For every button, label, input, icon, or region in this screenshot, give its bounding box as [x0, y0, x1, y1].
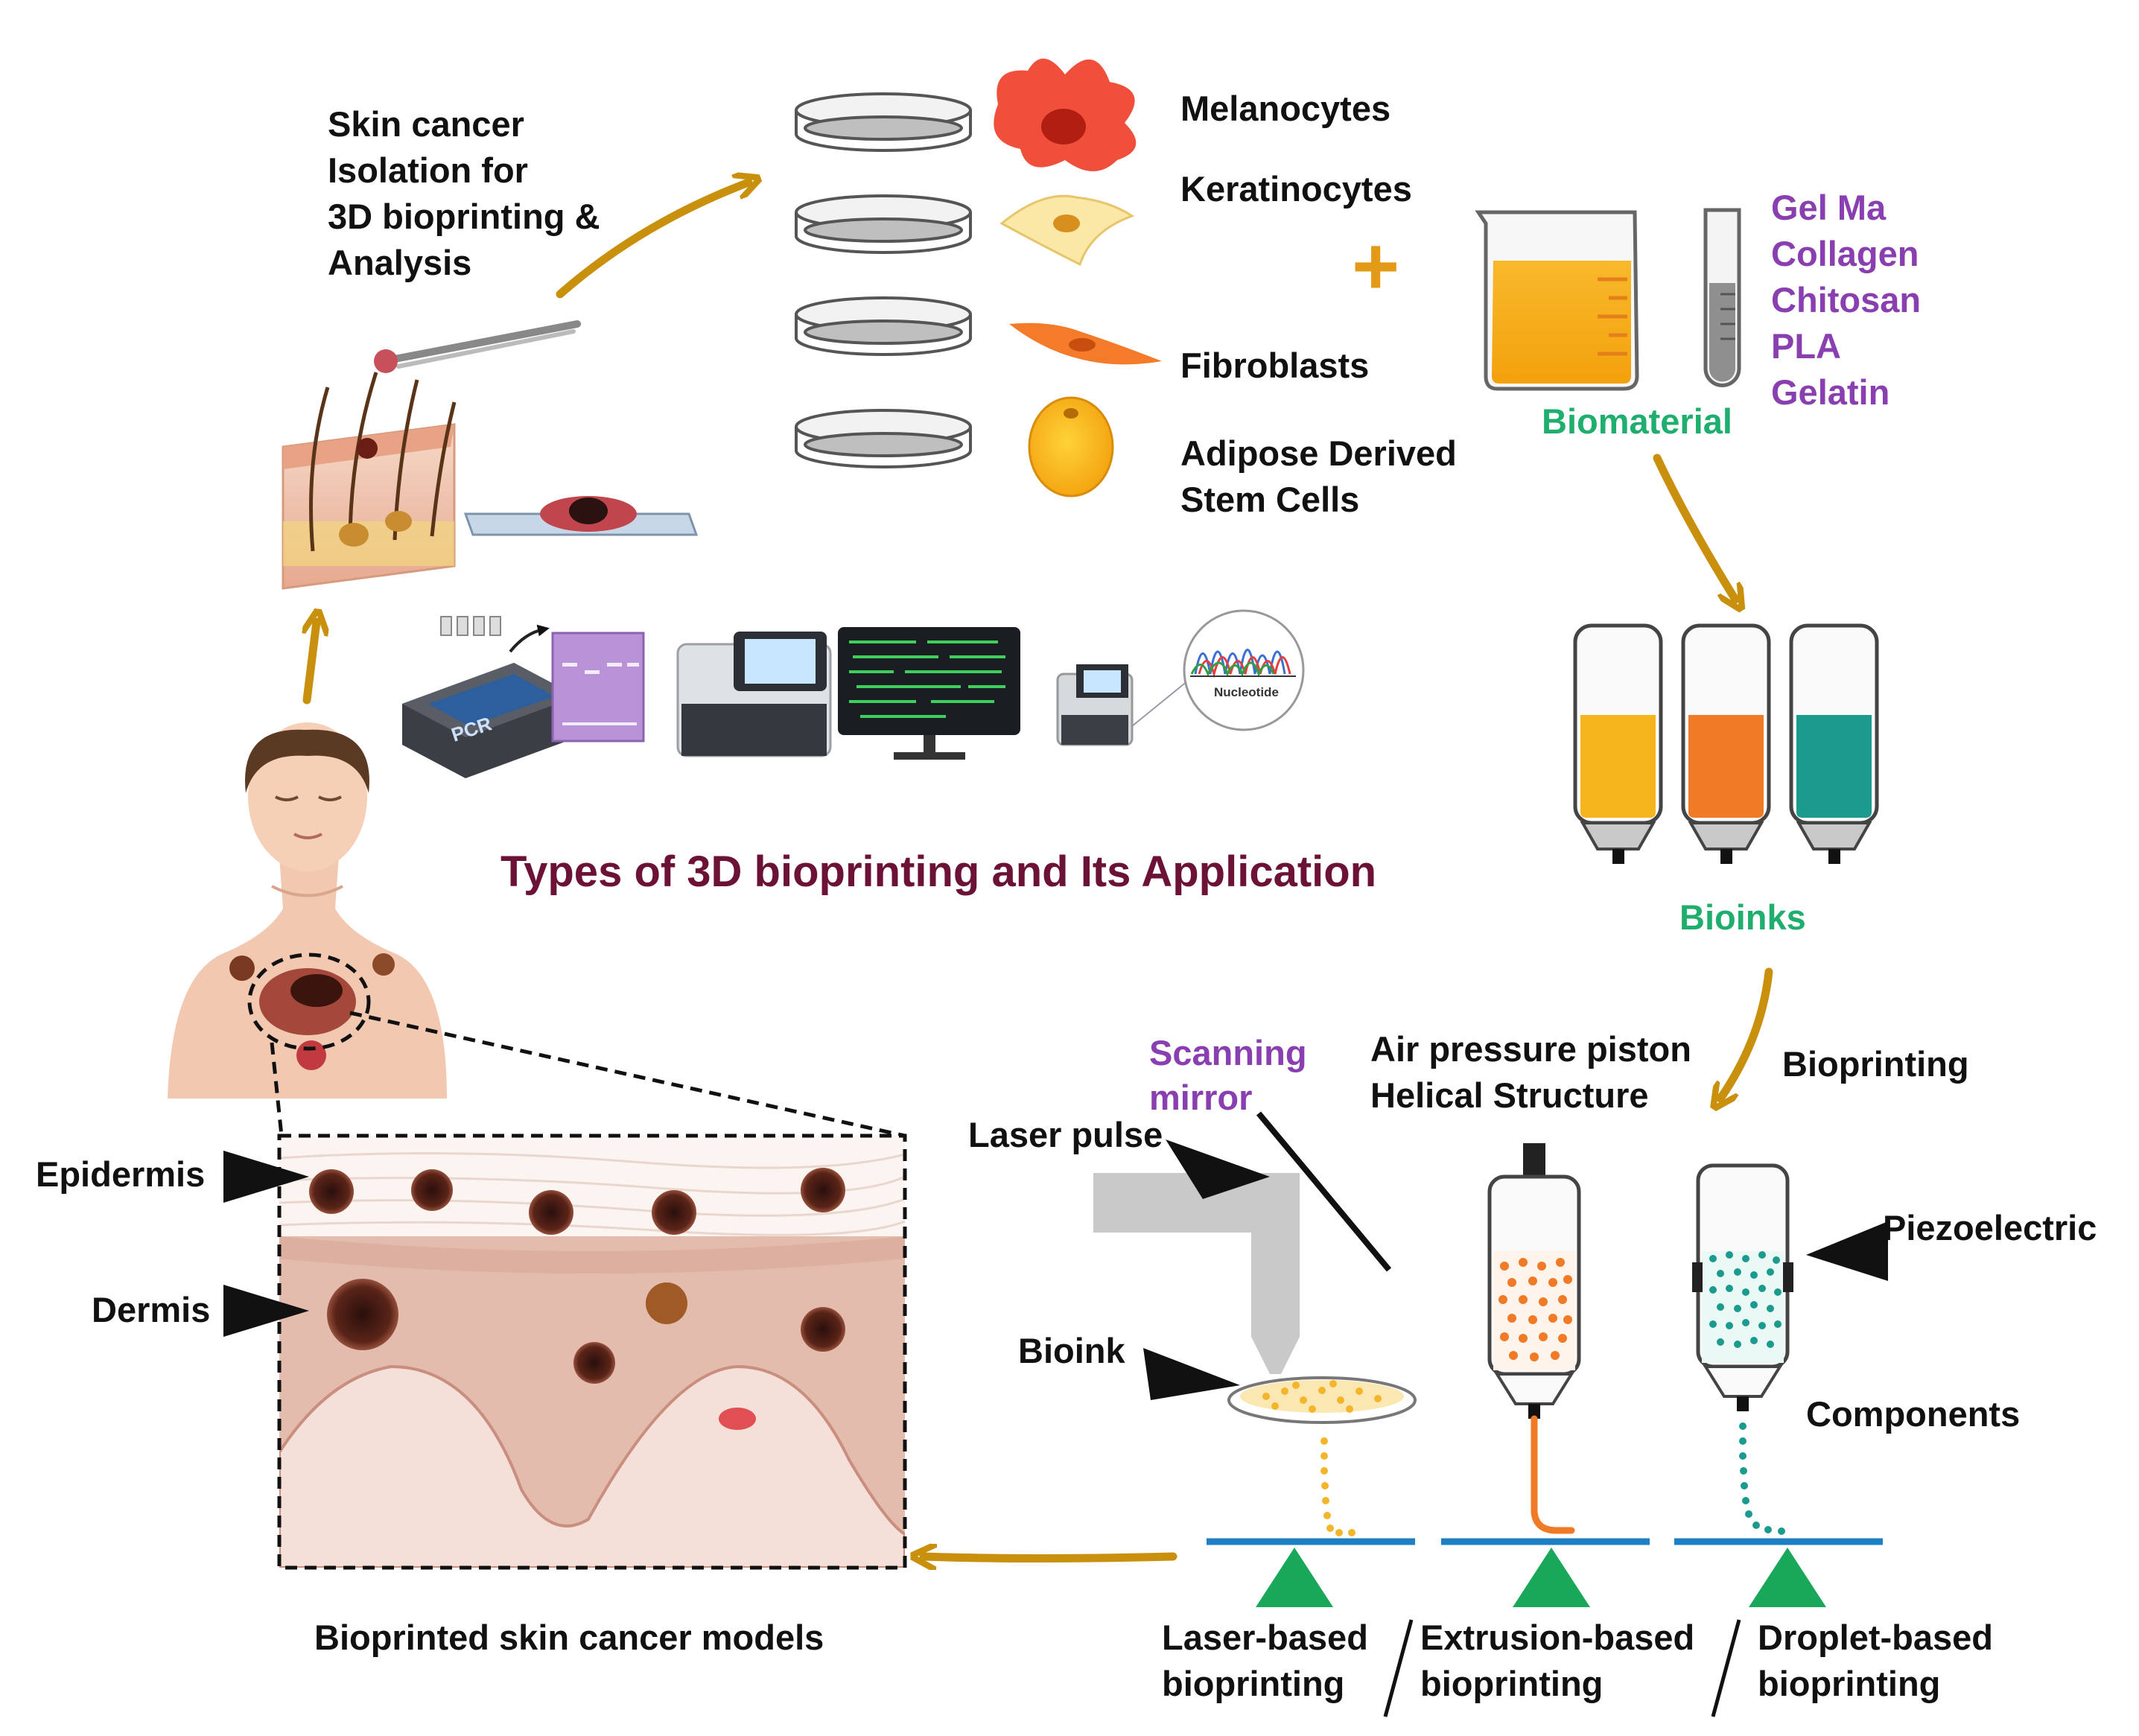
flow-arrows	[307, 182, 1773, 1559]
plus-sign: +	[1352, 220, 1399, 312]
sequencer-analysis	[676, 627, 1020, 760]
arrow-isolation-to-cells	[556, 182, 749, 299]
nucleotide-analyzer: Nucleotide	[1056, 609, 1305, 746]
laser-bioprinter	[1093, 1111, 1417, 1536]
cell-label-adipose: Adipose Derived	[1180, 433, 1457, 473]
skin-layer-pointers	[223, 1151, 309, 1337]
svg-text:3D bioprinting &: 3D bioprinting &	[328, 197, 600, 236]
biomaterial-label: Biomaterial	[1542, 401, 1732, 441]
svg-text:Skin cancer: Skin cancer	[328, 104, 524, 144]
label-extrusion-based-2: bioprinting	[1420, 1664, 1603, 1703]
svg-text:Gelatin: Gelatin	[1771, 372, 1889, 412]
svg-text:Chitosan: Chitosan	[1771, 280, 1921, 319]
label-bioprinted-models: Bioprinted skin cancer models	[314, 1618, 824, 1657]
epidermal-tumors	[309, 1168, 845, 1235]
bioink-teal	[1789, 623, 1879, 864]
sample-tubes	[440, 616, 501, 636]
arrow-biomaterial-to-bioinks	[1653, 454, 1735, 600]
arrow-patient-to-skin	[307, 622, 317, 705]
biomaterial-beaker	[1475, 210, 1639, 391]
isolation-label: Skin cancer Isolation for 3D bioprinting…	[328, 104, 600, 282]
nucleotide-label: Nucleotide	[1214, 685, 1279, 699]
label-laser-based-2: bioprinting	[1162, 1664, 1344, 1703]
label-dermis: Dermis	[92, 1290, 210, 1329]
svg-text:Gel Ma: Gel Ma	[1771, 188, 1887, 227]
extrusion-bioprinter	[1487, 1143, 1581, 1534]
cell-label-stem: Stem Cells	[1180, 480, 1359, 519]
svg-text:PLA: PLA	[1771, 326, 1841, 366]
label-droplet-based-2: bioprinting	[1758, 1664, 1940, 1703]
petri-dish-1	[795, 92, 972, 152]
patient-illustration	[168, 722, 906, 1138]
bioink-orange	[1681, 623, 1771, 864]
fibroblast-cell	[1009, 322, 1162, 365]
label-epidermis: Epidermis	[36, 1154, 205, 1194]
label-bioprinting: Bioprinting	[1782, 1044, 1969, 1084]
printing-labels: Scanning mirror Laser pulse Bioink Air p…	[968, 1029, 2097, 1703]
cell-label-keratinocytes: Keratinocytes	[1180, 169, 1412, 209]
method-dividers	[1383, 1619, 1741, 1717]
droplet-bioprinter	[1692, 1163, 1888, 1535]
label-extrusion-based-1: Extrusion-based	[1420, 1618, 1694, 1657]
label-bioink: Bioink	[1018, 1331, 1125, 1370]
label-piezoelectric: Piezoelectric	[1883, 1208, 2097, 1247]
biomaterial-list: Gel Ma Collagen Chitosan PLA Gelatin	[1771, 188, 1921, 412]
adipose-stem-cell	[1028, 396, 1114, 497]
culture-dishes	[795, 92, 972, 468]
svg-text:Collagen: Collagen	[1771, 234, 1919, 273]
bioink-cartridges	[1573, 623, 1879, 864]
melanocyte-cell	[994, 58, 1137, 172]
cell-illustrations	[994, 58, 1162, 497]
label-laser-based-1: Laser-based	[1162, 1618, 1368, 1657]
label-droplet-based-1: Droplet-based	[1758, 1618, 1993, 1657]
skin-lesions	[229, 953, 395, 1070]
petri-dish-4	[795, 409, 972, 468]
skin-biopsy-illustration	[282, 320, 699, 590]
label-air-pressure: Air pressure piston	[1370, 1029, 1691, 1069]
bioprinted-tissue-model	[277, 1134, 907, 1570]
biomaterial-test-tube	[1703, 208, 1741, 387]
pcr-analysis: PCR	[402, 616, 645, 778]
print-platforms	[1207, 1538, 1883, 1607]
petri-dish-2	[795, 194, 972, 254]
bioink-yellow	[1573, 623, 1663, 864]
label-laser-pulse: Laser pulse	[968, 1115, 1163, 1154]
arrow-printing-to-model	[924, 1557, 1177, 1559]
svg-text:Analysis: Analysis	[328, 243, 471, 282]
figure-title: Types of 3D bioprinting and Its Applicat…	[500, 848, 1376, 896]
cell-label-fibroblasts: Fibroblasts	[1180, 346, 1369, 385]
label-helical: Helical Structure	[1370, 1075, 1649, 1115]
dermal-tumors	[327, 1279, 845, 1430]
label-components: Components	[1806, 1394, 2020, 1434]
keratinocyte-cell	[999, 194, 1135, 267]
cell-label-melanocytes: Melanocytes	[1180, 89, 1390, 128]
cell-labels: Melanocytes Keratinocytes Fibroblasts Ad…	[1180, 89, 1457, 519]
arrow-bioinks-to-printing	[1720, 967, 1773, 1098]
zoom-circle	[247, 953, 371, 1051]
bioinks-label: Bioinks	[1679, 897, 1806, 937]
petri-dish-3	[795, 296, 972, 356]
label-scanning-mirror-1: Scanning	[1149, 1033, 1307, 1072]
label-scanning-mirror-2: mirror	[1149, 1078, 1252, 1117]
svg-text:Isolation for: Isolation for	[328, 150, 528, 190]
